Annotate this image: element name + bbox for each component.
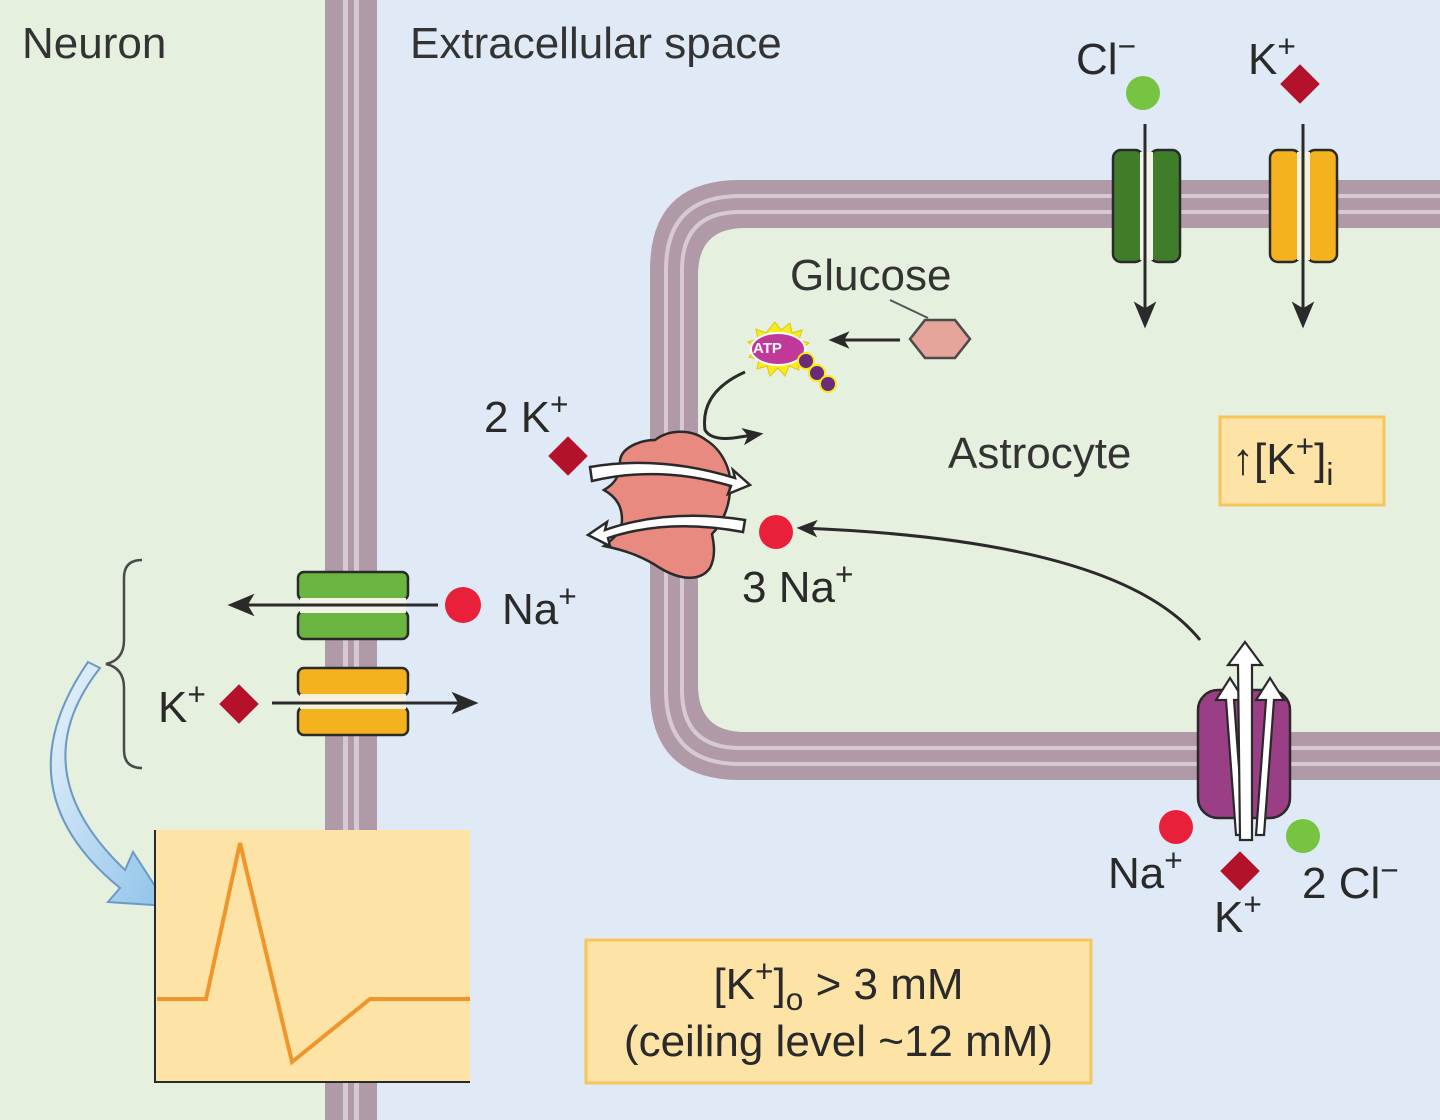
atp-molecule [746, 321, 837, 393]
neuron-potassium-base: K [158, 683, 188, 732]
neuron-label: Neuron [22, 19, 167, 68]
action-potential-link-arrow [49, 660, 170, 908]
cotransporter-potassium-label: K+ [1214, 888, 1262, 942]
cotransporter-sodium-label: Na+ [1108, 844, 1183, 898]
cotransporter-chloride-label: 2 Cl− [1302, 854, 1399, 908]
cotransporter-chloride-ion [1286, 819, 1320, 853]
neuron-sodium-base: Na [502, 585, 559, 634]
astrocyte-cell [650, 180, 1440, 780]
potassium-top-base: K [1248, 35, 1278, 84]
internal-potassium-box [1218, 415, 1386, 507]
cotransporter-potassium-charge: + [1243, 885, 1262, 922]
neuron-potassium-label: K+ [158, 678, 206, 732]
cotransporter-sodium-ion [1159, 810, 1193, 844]
external-potassium-close: ] [773, 960, 786, 1009]
two-potassium-charge: + [550, 385, 569, 422]
three-sodium-charge: + [834, 555, 854, 592]
internal-potassium-subscript: i [1326, 456, 1334, 493]
external-potassium-open: [K [713, 960, 756, 1009]
pump-potassium-ion [548, 436, 588, 476]
extracellular-space-label: Extracellular space [410, 19, 782, 68]
ion-flux-brace [105, 558, 143, 770]
chloride-top-base: Cl [1076, 35, 1118, 84]
cotransporter-potassium-ion [1220, 851, 1260, 891]
chloride-top-charge: − [1117, 27, 1137, 64]
potassium-pump-arrow [588, 461, 753, 497]
glucose-label: Glucose [790, 251, 952, 300]
chloride-ion-top [1126, 76, 1160, 110]
internal-potassium-open: [K [1254, 435, 1296, 484]
cotransporter-chloride-base: 2 Cl [1302, 859, 1381, 908]
chloride-top-label: Cl− [1076, 30, 1136, 84]
neuron-sodium-ion [445, 587, 481, 623]
internal-potassium-close: ] [1314, 435, 1327, 484]
cotransporter-sodium-charge: + [1164, 841, 1183, 878]
potassium-top-charge: + [1277, 27, 1296, 64]
cotransporter-potassium-base: K [1214, 893, 1244, 942]
cotransporter-sodium-base: Na [1108, 849, 1165, 898]
external-potassium-text: [K+]o > 3 mM (ceiling level ~12 mM) [586, 952, 1091, 1070]
external-potassium-charge: + [755, 952, 774, 989]
external-potassium-line-1: [K+]o > 3 mM [586, 952, 1091, 1018]
cotransporter-chloride-charge: − [1380, 851, 1399, 888]
atp-energy-arrow [703, 370, 764, 446]
potassium-top-label: K+ [1248, 30, 1296, 84]
two-potassium-label: 2 K+ [484, 388, 569, 442]
external-potassium-threshold: > 3 mM [803, 960, 964, 1009]
neuron-sodium-label: Na+ [502, 580, 577, 634]
action-potential-axes [154, 830, 470, 1083]
glucose-label-leader [889, 299, 929, 319]
glucose-molecule [908, 318, 972, 360]
potassium-channel-neuron [296, 666, 410, 737]
astrocyte-label: Astrocyte [948, 429, 1132, 478]
neuron-potassium-ion [219, 684, 259, 724]
atp-label: ATP [753, 340, 782, 357]
three-sodium-label: 3 Na+ [742, 558, 853, 612]
cotransporter-influx-arrows [1213, 640, 1287, 842]
internal-potassium-charge: + [1295, 427, 1315, 464]
action-potential-panel [155, 830, 470, 1082]
internal-potassium-arrow: ↑ [1232, 435, 1254, 484]
external-potassium-subscript: o [785, 981, 804, 1018]
action-potential-trace [157, 842, 470, 1066]
sodium-recycling-arrow [796, 519, 1202, 641]
internal-potassium-text: ↑[K+]i [1232, 430, 1333, 490]
external-potassium-line-2: (ceiling level ~12 mM) [623, 1017, 1054, 1067]
two-potassium-base: 2 K [484, 393, 551, 442]
external-potassium-box [584, 938, 1093, 1085]
sodium-pump-arrow [585, 514, 747, 549]
three-sodium-base: 3 Na [742, 563, 835, 612]
neuron-potassium-charge: + [187, 675, 206, 712]
pump-sodium-ion [759, 515, 793, 549]
chloride-channel [1111, 148, 1182, 264]
neuron-sodium-charge: + [558, 577, 577, 614]
